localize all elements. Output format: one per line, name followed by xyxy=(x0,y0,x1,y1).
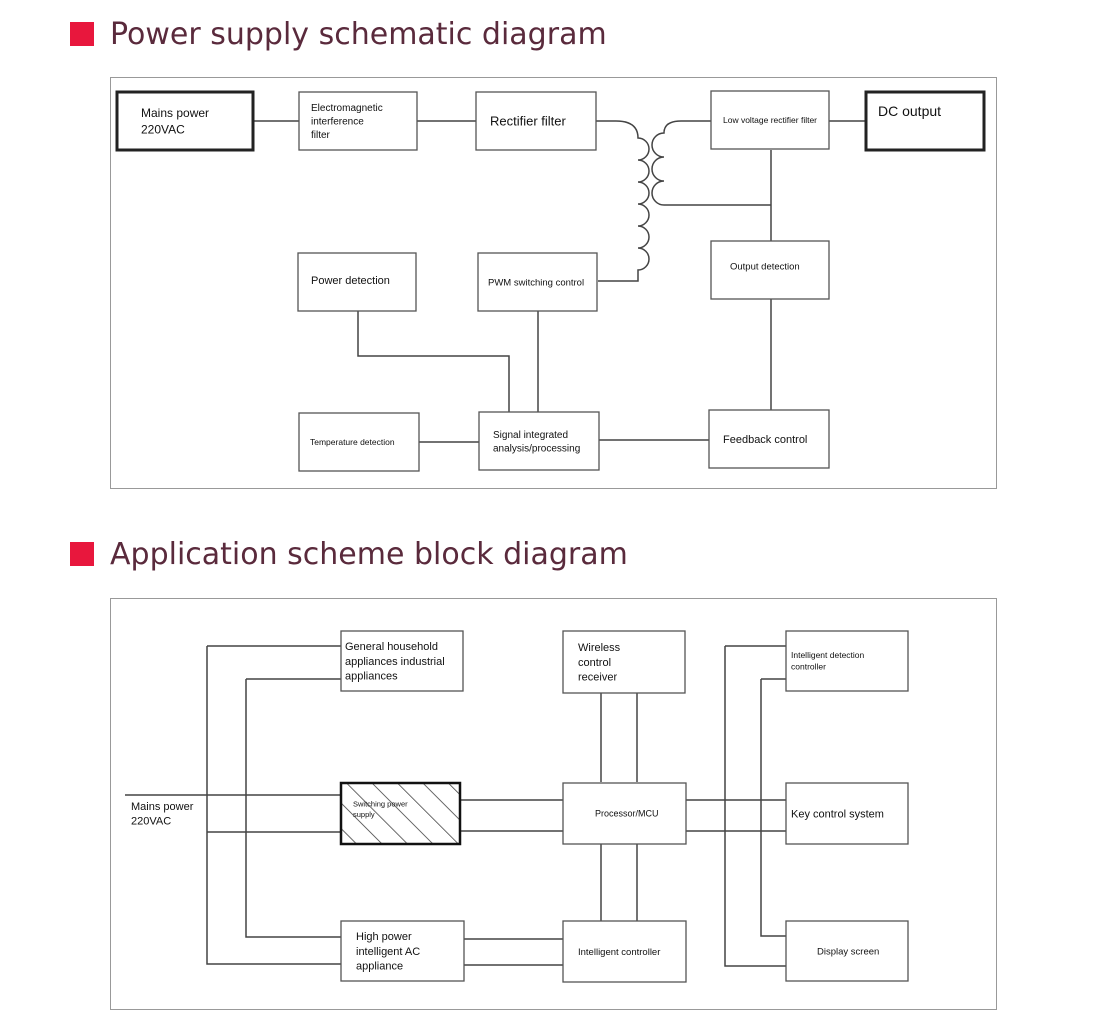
block-label-line: 220VAC xyxy=(141,122,185,136)
block-label-line: 220VAC xyxy=(131,816,171,828)
block-label-line: Processor/MCU xyxy=(595,809,659,819)
block-feedback: Feedback control xyxy=(708,409,830,469)
block-label-line: receiver xyxy=(578,672,617,684)
transformer-secondary-coil xyxy=(651,120,771,206)
block-general: General household appliances industrial ap… xyxy=(340,630,464,692)
block-key-control: Key control system xyxy=(785,782,909,845)
block-display: Display screen xyxy=(785,920,909,982)
connector-right-bus-inner xyxy=(760,679,786,937)
block-label-line: Signal integrated xyxy=(493,430,568,441)
block-label-line: PWM switching control xyxy=(488,277,584,288)
block-label-line: supply xyxy=(353,810,375,819)
block-label-line: Intelligent controller xyxy=(578,947,660,958)
block-label-line: General household xyxy=(345,641,438,653)
block-lv-rectifier: Low voltage rectifier filter xyxy=(710,90,830,150)
block-label-line: Feedback control xyxy=(723,434,807,446)
block-signal: Signal integrated analysis/processing xyxy=(478,411,600,471)
block-label-line: DC output xyxy=(878,103,941,119)
block-label-line: filter xyxy=(311,130,331,141)
block-output-detection: Output detection xyxy=(710,240,830,300)
application-title: Application scheme block diagram xyxy=(110,536,628,572)
accent-square-icon xyxy=(70,542,94,566)
transformer-primary-coil xyxy=(598,120,650,282)
block-pwm: PWM switching control xyxy=(477,252,598,312)
connector-right-bus-outer xyxy=(724,646,786,967)
block-label-line: Power detection xyxy=(311,275,390,287)
block-label-line: Mains power xyxy=(141,106,209,120)
block-intelligent-controller: Intelligent controller xyxy=(562,920,687,983)
block-mains: Mains power 220VAC xyxy=(131,801,194,828)
schematic-title: Power supply schematic diagram xyxy=(110,16,607,52)
block-rectifier: Rectifier filter xyxy=(475,91,597,151)
block-processor: Processor/MCU xyxy=(562,782,687,845)
connector-bus-outer xyxy=(206,795,341,965)
schematic-section-header: Power supply schematic diagram xyxy=(70,14,607,54)
connector-bus-inner xyxy=(245,679,341,938)
block-dc-output: DC output xyxy=(864,90,986,152)
block-label-line: Rectifier filter xyxy=(490,114,567,129)
block-label-line: appliances xyxy=(345,671,398,683)
block-label-line: intelligent AC xyxy=(356,946,420,958)
schematic-diagram-panel: Mains power 220VAC Electromagnetic interfer… xyxy=(110,77,997,489)
application-section-header: Application scheme block diagram xyxy=(70,534,628,574)
block-power-detection: Power detection xyxy=(297,252,417,312)
block-label-line: Low voltage rectifier filter xyxy=(723,115,817,125)
block-label-line: appliances industrial xyxy=(345,656,445,668)
block-label-line: Display screen xyxy=(817,946,879,957)
block-wireless: Wireless control receiver xyxy=(562,630,686,694)
application-diagram-panel: General household appliances industrial ap… xyxy=(110,598,997,1010)
connector-power-signal xyxy=(357,311,510,412)
block-label-line: control xyxy=(578,657,611,669)
schematic-diagram: Mains power 220VAC Electromagnetic interfer… xyxy=(115,90,986,472)
block-label-line: Wireless xyxy=(578,642,621,654)
block-label-line: controller xyxy=(791,662,826,672)
block-label-line: Switching power xyxy=(353,800,408,809)
block-label-line: analysis/processing xyxy=(493,443,580,454)
block-mains: Mains power 220VAC xyxy=(115,90,255,152)
block-label-line: Output detection xyxy=(730,261,800,272)
block-label-line: Intelligent detection xyxy=(791,650,865,660)
block-label-line: Electromagnetic xyxy=(311,103,383,114)
block-temperature: Temperature detection xyxy=(298,412,420,472)
block-label-line: appliance xyxy=(356,961,403,973)
block-label-line: High power xyxy=(356,931,412,943)
accent-square-icon xyxy=(70,22,94,46)
block-intelligent-detection: Intelligent detection controller xyxy=(785,630,909,692)
application-diagram: General household appliances industrial ap… xyxy=(125,630,909,983)
block-high-power: High power intelligent AC appliance xyxy=(340,920,465,982)
block-label-line: Key control system xyxy=(791,808,884,820)
block-emi: Electromagnetic interference filter xyxy=(298,91,418,151)
block-label-line: Mains power xyxy=(131,801,194,813)
block-label-line: interference xyxy=(311,117,364,128)
block-label-line: Temperature detection xyxy=(310,437,395,447)
